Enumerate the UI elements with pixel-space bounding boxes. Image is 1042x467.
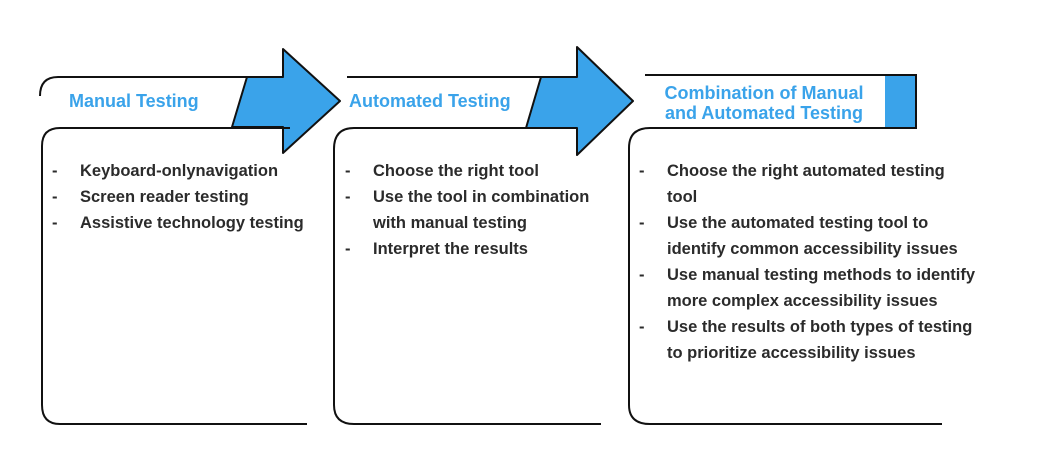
bullet-dash: -: [639, 214, 645, 232]
stage-3-title-line-1: Combination of Manual: [664, 83, 864, 103]
stage-3-title-line-2: and Automated Testing: [665, 103, 863, 123]
bullet-dash: -: [52, 162, 58, 180]
bullet-dash: -: [345, 162, 351, 180]
list-item: - Use the tool in combination with manual …: [345, 184, 615, 236]
stage-3-card: [628, 127, 942, 425]
list-item-text: Choose the right tool: [373, 162, 539, 180]
list-item-text: Keyboard-onlynavigation: [80, 162, 279, 180]
list-item-text-continued: identify common accessibility issues: [667, 240, 958, 258]
stage-1-title: Manual Testing: [69, 91, 199, 111]
stage-2-arrow-icon: [525, 46, 634, 156]
list-item-text: Assistive technology testing: [80, 214, 304, 232]
bullet-dash: -: [52, 188, 58, 206]
list-item-text-continued: more complex accessibility issues: [667, 292, 938, 310]
stage-2-title: Automated Testing: [349, 91, 511, 111]
list-item-text: Use the tool in combination: [373, 188, 590, 206]
list-item-text: Use the results of both types of testing: [667, 318, 973, 336]
list-item-text: Use manual testing methods to identify: [667, 266, 976, 284]
list-item: - Use manual testing methods to identify m…: [639, 262, 1009, 314]
list-item-text: Interpret the results: [373, 240, 528, 258]
list-item-text-continued: tool: [667, 188, 698, 206]
list-item: - Use the results of both types of testin…: [639, 314, 1009, 366]
bullet-dash: -: [52, 214, 58, 232]
bullet-dash: -: [639, 318, 645, 336]
list-item-text: Choose the right automated testing: [667, 162, 945, 180]
bullet-dash: -: [345, 240, 351, 258]
list-item: - Assistive technology testing: [52, 210, 317, 236]
list-item-text-continued: to prioritize accessibility issues: [667, 344, 916, 362]
list-item: - Interpret the results: [345, 236, 615, 262]
list-item: - Choose the right automated testing tool: [639, 158, 1009, 210]
stage-3-accent-block: [885, 75, 916, 128]
list-item: - Screen reader testing: [52, 184, 317, 210]
stage-1-arrow-icon: [231, 48, 341, 154]
list-item-text-continued: with manual testing: [373, 214, 528, 232]
list-item-text: Screen reader testing: [80, 188, 249, 206]
list-item: - Keyboard-onlynavigation: [52, 158, 317, 184]
stage-2-list: - Choose the right tool - Use the tool in …: [345, 158, 615, 262]
list-item: - Use the automated testing tool to identi…: [639, 210, 1009, 262]
stage-2-card: [333, 127, 601, 425]
bullet-dash: -: [639, 162, 645, 180]
stage-1-card: [41, 127, 307, 425]
stage-1-list: - Keyboard-onlynavigation - Screen reader …: [52, 158, 317, 236]
bullet-dash: -: [345, 188, 351, 206]
list-item-text: Use the automated testing tool to: [667, 214, 929, 232]
list-item: - Choose the right tool: [345, 158, 615, 184]
stage-3-title: Combination of Manual and Automated Test…: [646, 83, 882, 123]
bullet-dash: -: [639, 266, 645, 284]
stage-3-header-shape: [645, 74, 917, 129]
